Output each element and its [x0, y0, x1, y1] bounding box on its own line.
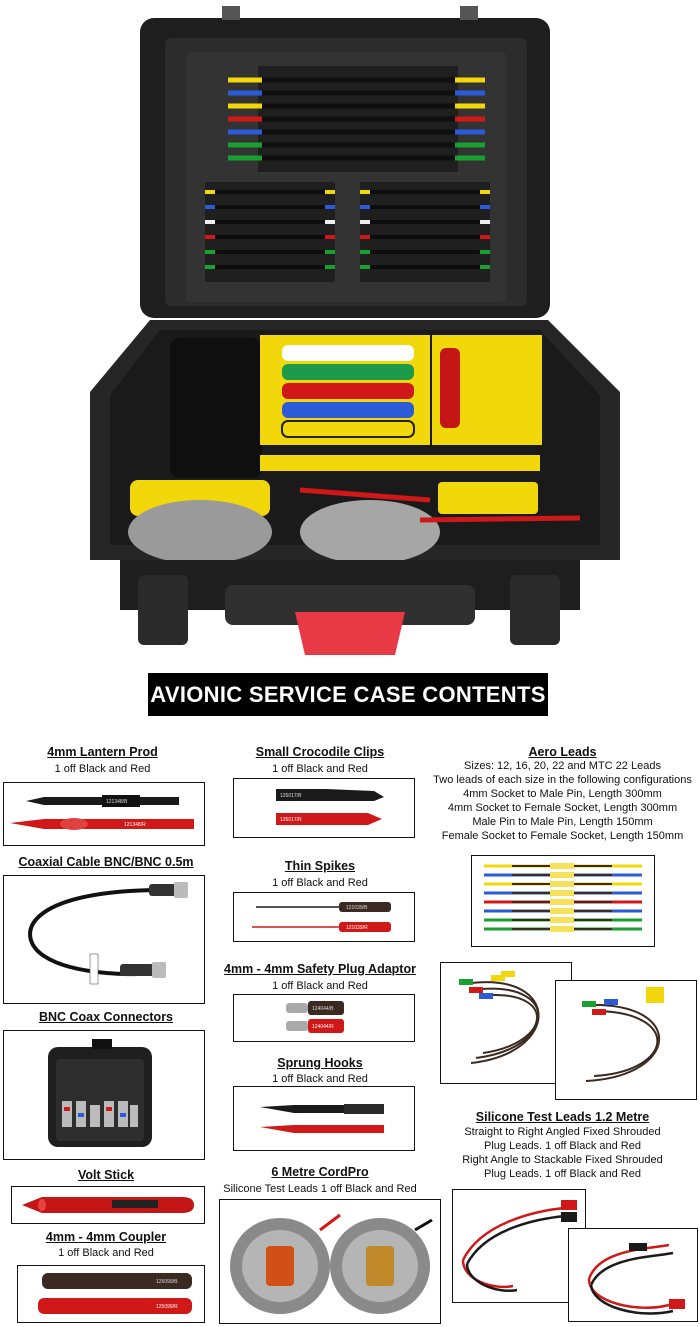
coupler-image: 125099/B 125099/R — [17, 1265, 205, 1323]
bnc-coax-image — [3, 1030, 205, 1160]
case-photo — [90, 6, 620, 655]
cordpro-sub: Silicone Test Leads 1 off Black and Red — [223, 1183, 417, 1195]
aero-leads-coil-2 — [555, 980, 697, 1100]
silicone-leads-title: Silicone Test Leads 1.2 Metre — [475, 1110, 650, 1124]
aero-line-5: Male Pin to Male Pin, Length 150mm — [472, 816, 653, 828]
thin-spikes-image: 121039/B 121039/R — [233, 892, 415, 942]
silicone-line-3: Right Angle to Stackable Fixed Shrouded — [462, 1154, 663, 1166]
silicone-leads-image-2 — [568, 1228, 698, 1322]
cordpro-title: 6 Metre CordPro — [271, 1165, 369, 1179]
page-title: AVIONIC SERVICE CASE CONTENTS — [148, 673, 548, 716]
lantern-prod-sub: 1 off Black and Red — [54, 763, 151, 775]
lantern-code-black: 121348/B — [106, 799, 128, 805]
bnc-coax-title: BNC Coax Connectors — [38, 1010, 174, 1024]
aero-line-2: Two leads of each size in the following … — [433, 774, 692, 786]
aero-leads-title: Aero Leads — [528, 745, 597, 759]
volt-stick-image — [11, 1186, 205, 1224]
lantern-prod-title: 4mm Lantern Prod — [47, 745, 158, 759]
safety-adaptor-image: 124044/B 124044/R — [233, 994, 415, 1042]
croc-clips-image: 126017/B 126017/R — [233, 778, 415, 838]
thin-spikes-title: Thin Spikes — [284, 859, 356, 873]
coaxial-cable-image — [3, 875, 205, 1004]
cordpro-image — [219, 1199, 441, 1324]
spikes-code-red: 121039/R — [346, 925, 368, 931]
aero-leads-coil-1 — [440, 962, 572, 1084]
safety-adaptor-title: 4mm - 4mm Safety Plug Adaptor — [224, 962, 416, 976]
coupler-code-black: 125099/B — [156, 1279, 178, 1285]
croc-clips-title: Small Crocodile Clips — [255, 745, 385, 759]
coupler-title: 4mm - 4mm Coupler — [45, 1230, 167, 1244]
aero-line-4: 4mm Socket to Female Socket, Length 300m… — [447, 802, 678, 814]
sprung-hooks-image — [233, 1086, 415, 1151]
croc-clips-sub: 1 off Black and Red — [272, 763, 368, 775]
aero-line-3: 4mm Socket to Male Pin, Length 300mm — [463, 788, 662, 800]
croc-code-black: 126017/B — [280, 793, 302, 799]
coupler-code-red: 125099/R — [156, 1304, 178, 1310]
safety-adaptor-sub: 1 off Black and Red — [272, 980, 368, 992]
coaxial-cable-title: Coaxial Cable BNC/BNC 0.5m — [18, 855, 194, 869]
silicone-line-4: Plug Leads. 1 off Black and Red — [484, 1168, 641, 1180]
sprung-hooks-sub: 1 off Black and Red — [272, 1073, 368, 1085]
adaptor-code-black: 124044/B — [312, 1006, 334, 1012]
silicone-line-1: Straight to Right Angled Fixed Shrouded — [464, 1126, 661, 1138]
volt-stick-title: Volt Stick — [77, 1168, 135, 1182]
silicone-leads-image-1 — [452, 1189, 586, 1303]
croc-code-red: 126017/R — [280, 817, 302, 823]
lantern-prod-image: 121348/B 121348/R — [3, 782, 205, 846]
silicone-line-2: Plug Leads. 1 off Black and Red — [484, 1140, 641, 1152]
aero-leads-image — [471, 855, 655, 947]
sprung-hooks-title: Sprung Hooks — [277, 1056, 363, 1070]
spikes-code-black: 121039/B — [346, 905, 368, 911]
aero-line-1: Sizes: 12, 16, 20, 22 and MTC 22 Leads — [464, 760, 661, 772]
thin-spikes-sub: 1 off Black and Red — [272, 877, 368, 889]
aero-line-6: Female Socket to Female Socket, Length 1… — [441, 830, 684, 842]
coupler-sub: 1 off Black and Red — [58, 1247, 154, 1259]
adaptor-code-red: 124044/R — [312, 1024, 334, 1030]
lantern-code-red: 121348/R — [124, 822, 146, 828]
